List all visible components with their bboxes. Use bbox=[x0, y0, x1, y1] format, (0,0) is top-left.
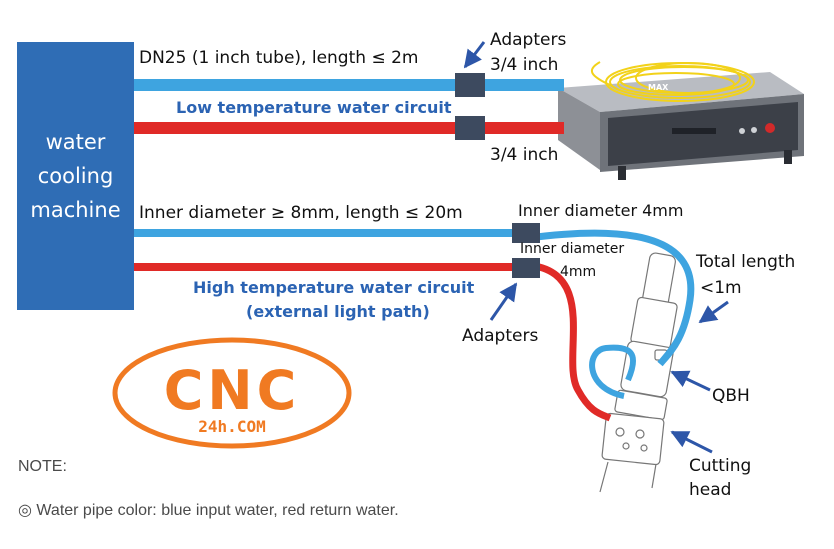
inner-diameter-top-label: Inner diameter 4mm bbox=[518, 201, 684, 220]
inner-diameter-mid-line2: 4mm bbox=[560, 264, 597, 280]
head-return-hose bbox=[527, 261, 612, 422]
inner-diameter-mid-line1: Inner diameter bbox=[520, 241, 625, 257]
cutting-head-line1: Cutting bbox=[689, 456, 752, 476]
adapters-top-size: 3/4 inch bbox=[490, 55, 559, 75]
top-pipe-spec: DN25 (1 inch tube), length ≤ 2m bbox=[139, 48, 419, 68]
total-length-line1: Total length bbox=[696, 252, 796, 272]
adapter-top-high bbox=[512, 223, 540, 243]
arrow-total-length bbox=[698, 300, 729, 324]
adapters-bottom-label: Adapters bbox=[462, 326, 539, 346]
note-text: ◎ Water pipe color: blue input water, re… bbox=[18, 502, 399, 519]
water-cooling-machine: water cooling machine bbox=[17, 42, 134, 310]
arrow-adapters-top bbox=[463, 41, 486, 69]
low-input-pipe bbox=[134, 79, 564, 91]
high-circuit-label: High temperature water circuit bbox=[193, 278, 475, 297]
qbh-label: QBH bbox=[712, 386, 750, 406]
laser-brand-label: MAX bbox=[648, 83, 669, 92]
arrow-qbh bbox=[670, 370, 711, 392]
arrow-adapters-bottom bbox=[489, 282, 518, 321]
adapter-bottom-size: 3/4 inch bbox=[490, 145, 559, 165]
arrow-cutting-head bbox=[670, 430, 713, 454]
emergency-stop-icon bbox=[765, 123, 775, 133]
high-circuit-sublabel: (external light path) bbox=[246, 302, 430, 321]
note-title: NOTE: bbox=[18, 458, 67, 475]
logo-sub-text: 24h.COM bbox=[198, 417, 265, 436]
logo-main-text: CNC bbox=[164, 359, 300, 422]
high-input-pipe bbox=[134, 229, 514, 237]
laser-source-unit bbox=[558, 61, 804, 180]
inner-pipe-spec: Inner diameter ≥ 8mm, length ≤ 20m bbox=[139, 203, 463, 223]
cutting-head-line2: head bbox=[689, 480, 732, 500]
adapter-bottom-low bbox=[455, 116, 485, 140]
cnc24h-logo: CNC 24h.COM bbox=[112, 337, 352, 449]
low-return-pipe bbox=[134, 122, 564, 134]
head-input-hose bbox=[527, 229, 695, 367]
adapter-top-low bbox=[455, 73, 485, 97]
low-circuit-label: Low temperature water circuit bbox=[176, 98, 452, 117]
cutting-head-assembly bbox=[599, 252, 678, 493]
machine-label: water cooling machine bbox=[30, 130, 121, 222]
adapters-top-label: Adapters bbox=[490, 30, 567, 50]
high-return-pipe bbox=[134, 263, 514, 271]
adapter-bottom-high bbox=[512, 258, 540, 278]
total-length-line2: <1m bbox=[700, 278, 742, 298]
